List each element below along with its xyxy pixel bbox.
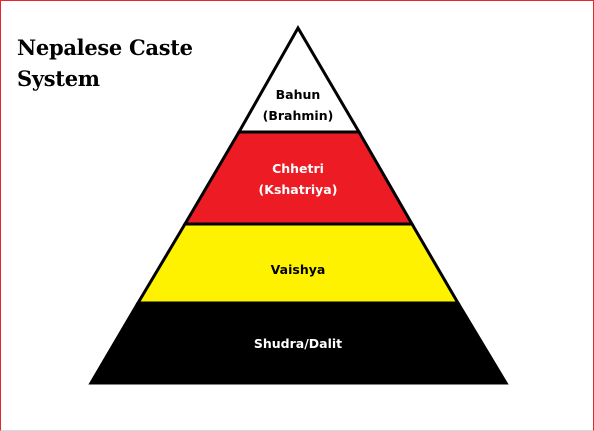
tier-2-kshatriya: Chhetri (Kshatriya): [182, 130, 415, 226]
tier-4-band: [88, 301, 509, 385]
diagram-title: Nepalese Caste System: [17, 32, 193, 94]
title-line-1: Nepalese Caste: [17, 35, 193, 60]
tier-2-label-line-2: (Kshatriya): [259, 182, 338, 197]
tier-4-label: Shudra/Dalit: [254, 336, 342, 351]
tier-1-brahmin: Bahun (Brahmin): [236, 24, 362, 134]
tier-3-vaishya: Vaishya: [135, 222, 461, 305]
tier-2-band: [182, 130, 415, 226]
tier-4-shudra-dalit: Shudra/Dalit: [88, 301, 509, 385]
tier-1-label-line-1: Bahun: [276, 87, 321, 102]
tier-3-label: Vaishya: [271, 262, 326, 277]
title-line-2: System: [17, 66, 100, 91]
tier-2-label-line-1: Chhetri: [272, 161, 324, 176]
tier-1-label-line-2: (Brahmin): [263, 108, 334, 123]
